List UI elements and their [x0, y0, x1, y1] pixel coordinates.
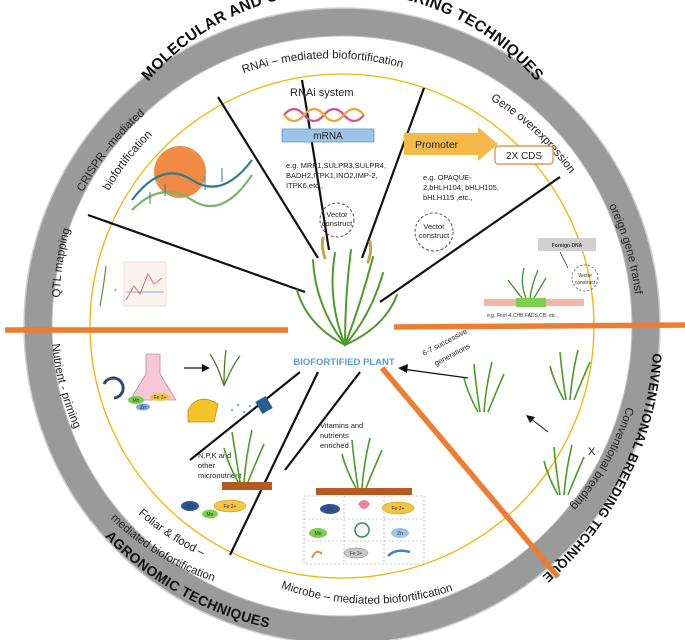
qtl-panel: × [99, 261, 167, 307]
microbe-mn-icon [309, 528, 327, 538]
dna-helix-icon [283, 107, 365, 123]
spray-drops-icon [230, 403, 252, 414]
gene-example-2: 2,bHLH104, bHLH105, [423, 183, 499, 192]
foliar-fe-icon [213, 499, 247, 513]
microbe-worm-icon [311, 550, 323, 559]
vitamins-label-2: nutrients [320, 431, 349, 440]
microbe-fe3-icon [343, 547, 369, 559]
microbe-zn2-icon [391, 528, 409, 538]
microbe-fe-icon [381, 501, 415, 515]
watering-can-icon [187, 398, 219, 423]
vitamins-label-1: Vitamins and [320, 421, 363, 430]
foliar-fe: Fe 2+ [224, 504, 237, 510]
foreign-gene-panel: Foreign DNA Vector construct e.g. Ferri-… [484, 238, 599, 319]
spray-bottle-icon [255, 395, 273, 415]
nutrient-fe-icon [150, 393, 170, 401]
cross-arrow-icon [529, 417, 549, 433]
npk-label-3: micronutrient [198, 471, 242, 480]
cross-label: X [588, 446, 596, 458]
center-plant-icon [296, 236, 398, 346]
center-label: BIOFORTIFIED PLANT [293, 357, 395, 368]
nutrient-mn: Mn [133, 398, 140, 404]
rnai-system-label: RNAi system [290, 87, 354, 99]
microbe-plant-icon [341, 437, 383, 489]
cas9-icon [154, 146, 206, 198]
microbe-panel: Vitamins and nutrients enriched Zn Fe 2+… [303, 421, 425, 565]
microbe-zn: Zn [327, 507, 333, 513]
foreign-dna-box [538, 238, 596, 251]
foliar-zn-icon [181, 501, 199, 511]
seedling-icon [209, 349, 241, 387]
inserted-gene-segment [516, 298, 546, 307]
foliar-plant-icon [223, 429, 265, 483]
gene-vector-2: construct [419, 231, 450, 240]
qtl-cross-icon: × [114, 288, 117, 294]
gene-vector-icon [414, 212, 454, 252]
foreign-vector-2: construct [575, 280, 596, 286]
microbe-mn: Mn [315, 531, 322, 537]
cycle-arrow-icon [102, 376, 125, 400]
nutrient-fe: Fe 2+ [154, 395, 167, 401]
foreign-vector-1: Vector [578, 273, 593, 279]
soil-bar [222, 482, 272, 490]
rnai-vector-icon [319, 202, 355, 238]
rnai-example-2: BADH2,ITPK1,INO2,IMP-2, [286, 171, 378, 180]
nutrient-panel: Fe 2+ Mn Zn [102, 349, 241, 411]
nutrient-zn-icon [136, 403, 150, 411]
foreign-dna-label: Foreign DNA [552, 243, 583, 249]
rnai-vector-2: construct [322, 219, 353, 228]
recycle-icon [354, 522, 370, 538]
foliar-mn: Mn [207, 512, 214, 518]
rnai-example-3: ITPK6,etc., [286, 181, 323, 190]
microbe-blob-icon [358, 500, 370, 509]
rnai-panel: RNAi system mRNA e.g. MRP1,SULPR3,SULPR4… [281, 87, 386, 238]
flask-icon [129, 353, 177, 401]
microbe-zn-icon [320, 504, 340, 514]
npk-label-2: other [198, 461, 216, 470]
microbe-bacteria-icon [387, 549, 411, 557]
npk-label-1: N,P,K and [198, 451, 231, 460]
generations-arrow-icon [401, 368, 469, 379]
foreign-example: e.g. Ferri-4,CHB,FADS,CB, etc., [487, 313, 558, 319]
sector-dividers [87, 79, 561, 556]
parent-plant-icon [463, 349, 591, 496]
microbe-fe3: Fe 3+ [350, 551, 363, 557]
microbe-zn2: Zn [397, 531, 403, 537]
foreign-arrow-icon [559, 251, 569, 269]
foreign-plant-icon [507, 267, 547, 299]
foliar-zn: Zn [187, 504, 193, 510]
rnai-vector-1: Vector [326, 210, 348, 219]
mrna-label: mRNA [313, 131, 343, 142]
microbe-grid [303, 495, 425, 565]
dna-strand-icon [131, 159, 253, 201]
vitamins-label-3: enriched [320, 441, 349, 450]
crispr-panel [131, 146, 253, 211]
promoter-arrow [404, 127, 498, 161]
foliar-mn-icon [202, 509, 218, 519]
promoter-label: Promoter [415, 139, 459, 151]
qtl-plant-icon [99, 265, 107, 307]
foliar-panel: N,P,K and other micronutrient Zn Fe 2+ M… [181, 395, 273, 519]
cds-label: 2X CDS [506, 151, 542, 162]
cds-box [494, 145, 554, 165]
foreign-vector-icon [571, 264, 599, 292]
nutrient-mn-icon [128, 396, 144, 404]
microbe-fe: Fe 2+ [392, 506, 405, 512]
gene-example-3: bHLH115 ,etc., [423, 193, 472, 202]
microbe-soil-bar [316, 488, 412, 495]
qtl-plot-icon [123, 261, 167, 307]
gene-overexpression-panel: Promoter 2X CDS e.g. OPAQUE- 2,bHLH104, … [404, 127, 554, 252]
rnai-example-1: e.g. MRP1,SULPR3,SULPR4, [286, 161, 386, 170]
mrna-bar [281, 128, 375, 143]
gene-example-1: e.g. OPAQUE- [423, 173, 472, 182]
gene-vector-1: Vector [423, 222, 445, 231]
orange-dividers [5, 322, 685, 579]
nutrient-zn: Zn [140, 405, 146, 411]
